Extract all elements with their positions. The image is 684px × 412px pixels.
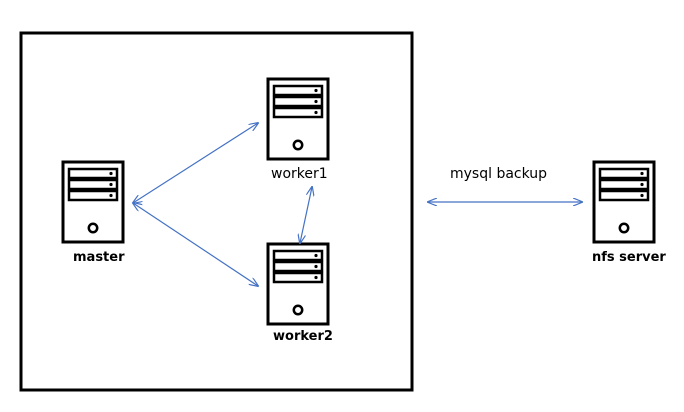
- master-label: master: [73, 250, 125, 265]
- cluster-boundary: [19, 31, 414, 392]
- master-server-icon: [61, 160, 125, 244]
- edge-master-worker1: [133, 123, 258, 203]
- mysql-backup-label: mysql backup: [450, 166, 548, 182]
- edge-worker1-worker2: [300, 187, 312, 243]
- edge-master-worker2: [133, 203, 258, 286]
- worker1-server-icon: [266, 77, 330, 161]
- worker2-label: worker2: [273, 329, 333, 344]
- nfs-server-icon: [592, 160, 656, 244]
- worker1-label: worker1: [271, 166, 328, 182]
- nfs-server-label: nfs server: [592, 250, 666, 265]
- worker2-server-icon: [266, 242, 330, 326]
